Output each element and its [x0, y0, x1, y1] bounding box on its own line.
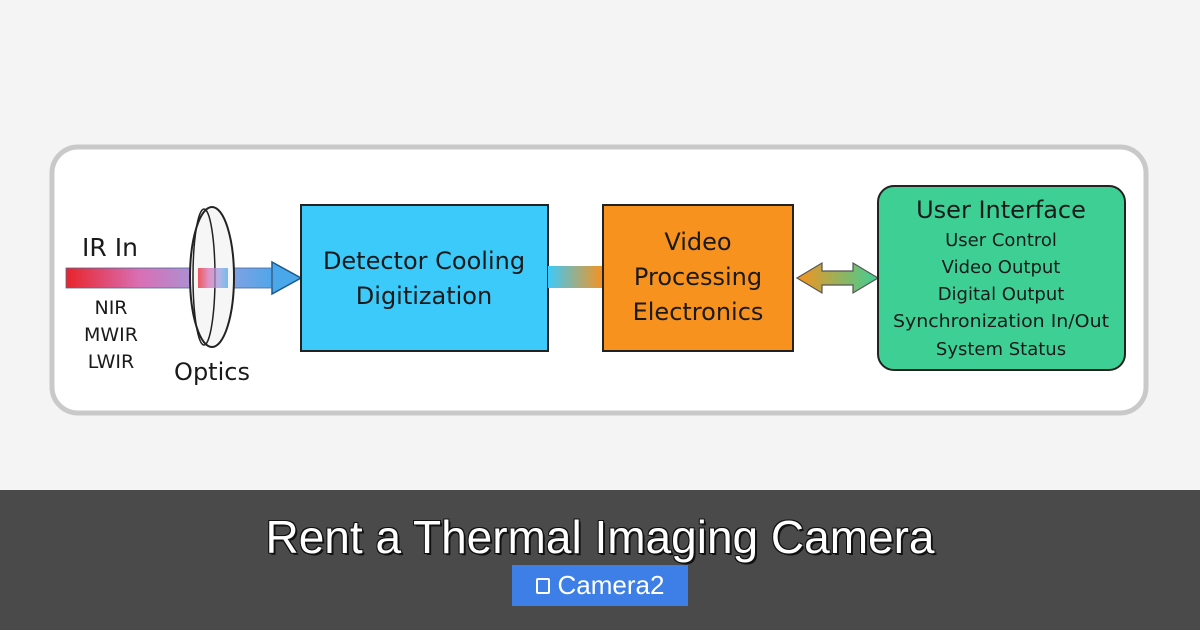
video-line-3: Electronics [633, 298, 764, 326]
category-badge[interactable]: Camera2 [512, 565, 688, 606]
ui-line-4: Synchronization In/Out [893, 311, 1109, 332]
band-lwir: LWIR [88, 351, 134, 373]
detector-line-1: Detector Cooling [323, 247, 525, 275]
detector-line-2: Digitization [356, 282, 492, 310]
detector-video-link [548, 266, 603, 288]
ir-in-label: IR In [82, 233, 138, 262]
band-nir: NIR [94, 297, 127, 319]
block-diagram: IR In NIR MWIR LWIR Optics Detector Cool… [49, 144, 1149, 416]
category-label: Camera2 [557, 570, 665, 600]
ui-title: User Interface [916, 196, 1086, 224]
video-line-2: Processing [634, 263, 762, 291]
video-block [602, 204, 794, 352]
ui-line-2: Video Output [942, 257, 1061, 278]
ui-line-5: System Status [936, 339, 1066, 360]
optics-label: Optics [174, 358, 250, 386]
band-mwir: MWIR [84, 324, 138, 346]
ui-line-1: User Control [945, 230, 1057, 251]
page-title: Rent a Thermal Imaging Camera [265, 511, 935, 563]
video-line-1: Video [664, 228, 731, 256]
ui-line-3: Digital Output [938, 284, 1065, 305]
user-interface-block [877, 185, 1126, 371]
folder-icon [535, 577, 550, 594]
footer-bar [0, 490, 1200, 630]
optics-lens-icon [189, 206, 235, 348]
detector-block [300, 204, 549, 352]
